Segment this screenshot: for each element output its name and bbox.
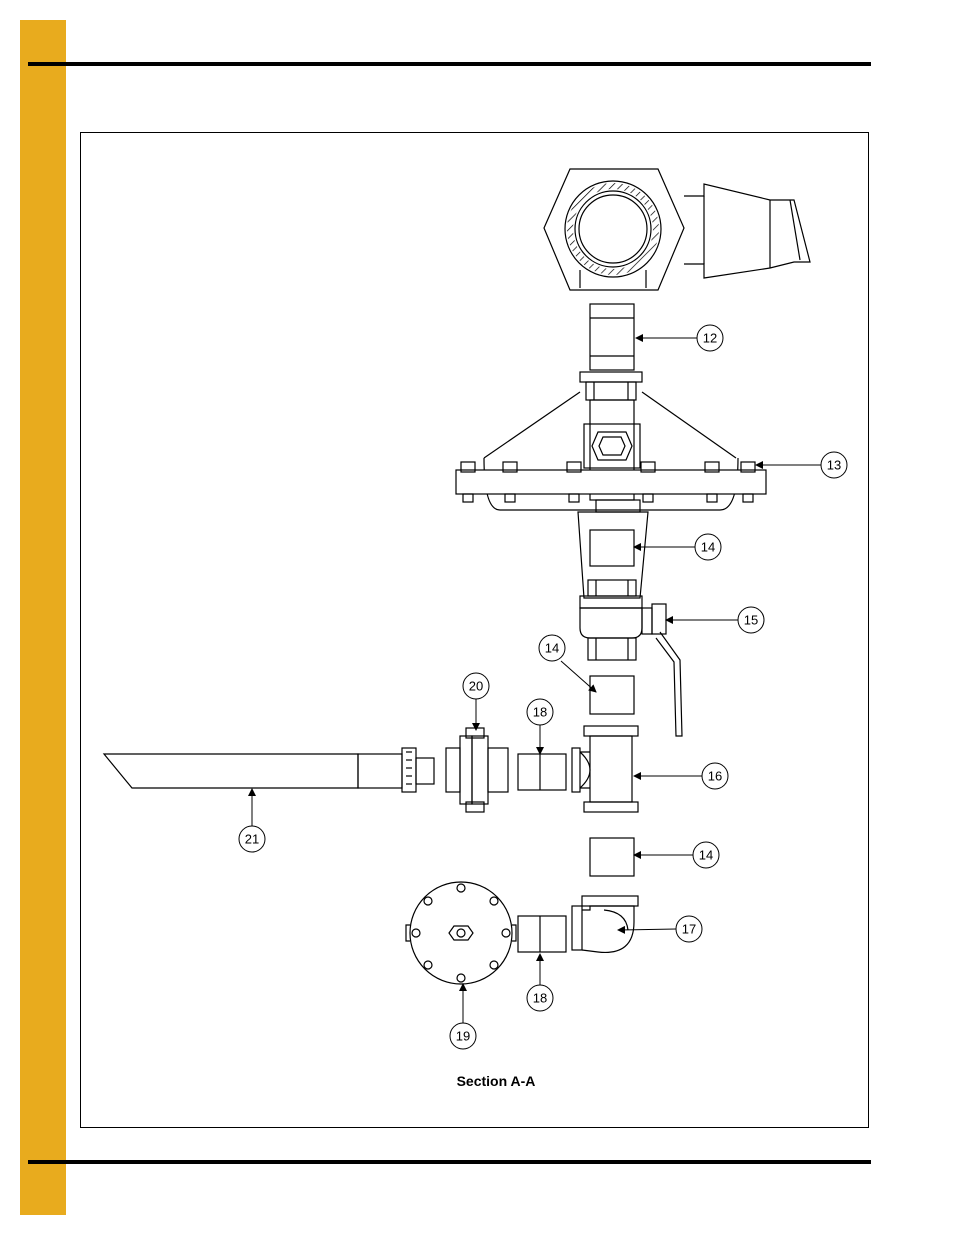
svg-text:18: 18 bbox=[533, 991, 547, 1006]
part-17-elbow bbox=[572, 896, 638, 952]
part-21-pipe bbox=[104, 748, 434, 792]
callout-19: 19 bbox=[450, 1023, 476, 1049]
callouts: 12 13 14 15 14 20 18 16 21 14 17 18 19 bbox=[239, 325, 847, 1049]
callout-12: 12 bbox=[697, 325, 723, 351]
part-18-coupling-upper bbox=[518, 754, 566, 790]
callout-14-lower: 14 bbox=[693, 842, 719, 868]
svg-text:18: 18 bbox=[533, 705, 547, 720]
callout-14-upper: 14 bbox=[695, 534, 721, 560]
svg-text:16: 16 bbox=[708, 769, 722, 784]
svg-text:19: 19 bbox=[456, 1029, 470, 1044]
callout-13: 13 bbox=[821, 452, 847, 478]
svg-text:17: 17 bbox=[682, 922, 696, 937]
part-14-fitting-upper bbox=[590, 530, 634, 566]
section-caption: Section A-A bbox=[457, 1073, 536, 1089]
leader-lines bbox=[252, 338, 821, 1023]
svg-text:14: 14 bbox=[699, 848, 713, 863]
callout-14-middle: 14 bbox=[539, 635, 565, 661]
fan-housing bbox=[544, 169, 810, 290]
svg-text:12: 12 bbox=[703, 331, 717, 346]
svg-text:14: 14 bbox=[701, 540, 715, 555]
part-19-cover-plate bbox=[406, 882, 516, 984]
part-14-fitting-middle bbox=[590, 676, 634, 714]
callout-20: 20 bbox=[463, 673, 489, 699]
callout-18-lower: 18 bbox=[527, 985, 553, 1011]
part-18-coupling-lower bbox=[518, 916, 566, 952]
svg-text:15: 15 bbox=[744, 613, 758, 628]
callout-21: 21 bbox=[239, 826, 265, 852]
callout-16: 16 bbox=[702, 763, 728, 789]
svg-text:21: 21 bbox=[245, 832, 259, 847]
svg-text:14: 14 bbox=[545, 641, 559, 656]
svg-text:13: 13 bbox=[827, 458, 841, 473]
svg-text:20: 20 bbox=[469, 679, 483, 694]
cover-bolts bbox=[412, 884, 510, 982]
callout-17: 17 bbox=[676, 916, 702, 942]
callout-15: 15 bbox=[738, 607, 764, 633]
part-12-nipple bbox=[590, 304, 634, 370]
part-14-fitting-lower bbox=[590, 838, 634, 876]
part-16-tee bbox=[572, 726, 638, 812]
part-20-union bbox=[446, 728, 508, 812]
callout-18-upper: 18 bbox=[527, 699, 553, 725]
